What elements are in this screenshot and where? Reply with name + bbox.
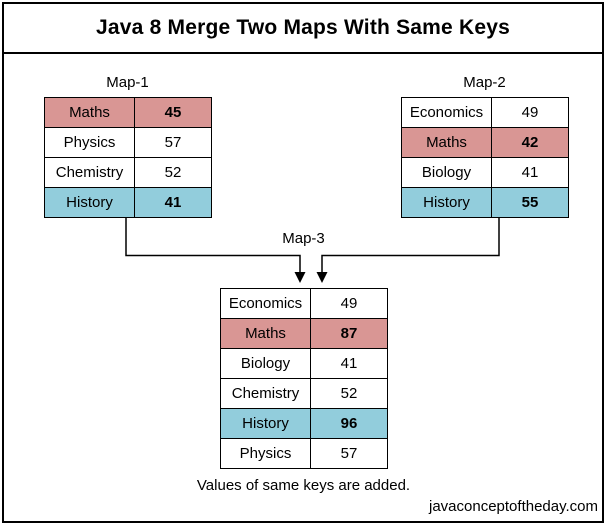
map1-label: Map-1 bbox=[106, 74, 149, 91]
key-cell: Maths bbox=[401, 127, 492, 158]
key-cell: Chemistry bbox=[220, 378, 311, 409]
key-cell: Physics bbox=[44, 127, 135, 158]
value-cell: 42 bbox=[491, 127, 569, 158]
map2-table: Economics 49 Maths 42 Biology 41 History… bbox=[401, 97, 569, 218]
key-cell: Maths bbox=[220, 318, 311, 349]
map3-label: Map-3 bbox=[282, 230, 325, 247]
value-cell: 87 bbox=[310, 318, 388, 349]
table-row: Physics 57 bbox=[44, 127, 212, 158]
table-row: Physics 57 bbox=[220, 438, 388, 469]
key-cell: Economics bbox=[220, 288, 311, 319]
map2-label: Map-2 bbox=[463, 74, 506, 91]
value-cell: 41 bbox=[134, 187, 212, 218]
key-cell: Economics bbox=[401, 97, 492, 128]
value-cell: 57 bbox=[310, 438, 388, 469]
map3-table: Economics 49 Maths 87 Biology 41 Chemist… bbox=[220, 288, 388, 469]
key-cell: History bbox=[220, 408, 311, 439]
caption: Values of same keys are added. bbox=[196, 477, 411, 494]
value-cell: 52 bbox=[134, 157, 212, 188]
value-cell: 52 bbox=[310, 378, 388, 409]
value-cell: 41 bbox=[310, 348, 388, 379]
map1-table: Maths 45 Physics 57 Chemistry 52 History… bbox=[44, 97, 212, 218]
key-cell: History bbox=[44, 187, 135, 218]
value-cell: 45 bbox=[134, 97, 212, 128]
table-row: Economics 49 bbox=[220, 288, 388, 319]
table-row: History 41 bbox=[44, 187, 212, 218]
page-title: Java 8 Merge Two Maps With Same Keys bbox=[4, 4, 602, 54]
key-cell: Biology bbox=[220, 348, 311, 379]
key-cell: Chemistry bbox=[44, 157, 135, 188]
table-row: Maths 87 bbox=[220, 318, 388, 349]
key-cell: History bbox=[401, 187, 492, 218]
table-row: Maths 42 bbox=[401, 127, 569, 158]
table-row: History 96 bbox=[220, 408, 388, 439]
value-cell: 49 bbox=[491, 97, 569, 128]
table-row: Economics 49 bbox=[401, 97, 569, 128]
key-cell: Biology bbox=[401, 157, 492, 188]
table-row: Maths 45 bbox=[44, 97, 212, 128]
table-row: History 55 bbox=[401, 187, 569, 218]
key-cell: Physics bbox=[220, 438, 311, 469]
value-cell: 49 bbox=[310, 288, 388, 319]
table-row: Biology 41 bbox=[220, 348, 388, 379]
table-row: Chemistry 52 bbox=[44, 157, 212, 188]
value-cell: 96 bbox=[310, 408, 388, 439]
value-cell: 41 bbox=[491, 157, 569, 188]
watermark: javaconceptoftheday.com bbox=[429, 498, 598, 515]
table-row: Biology 41 bbox=[401, 157, 569, 188]
key-cell: Maths bbox=[44, 97, 135, 128]
value-cell: 55 bbox=[491, 187, 569, 218]
value-cell: 57 bbox=[134, 127, 212, 158]
table-row: Chemistry 52 bbox=[220, 378, 388, 409]
